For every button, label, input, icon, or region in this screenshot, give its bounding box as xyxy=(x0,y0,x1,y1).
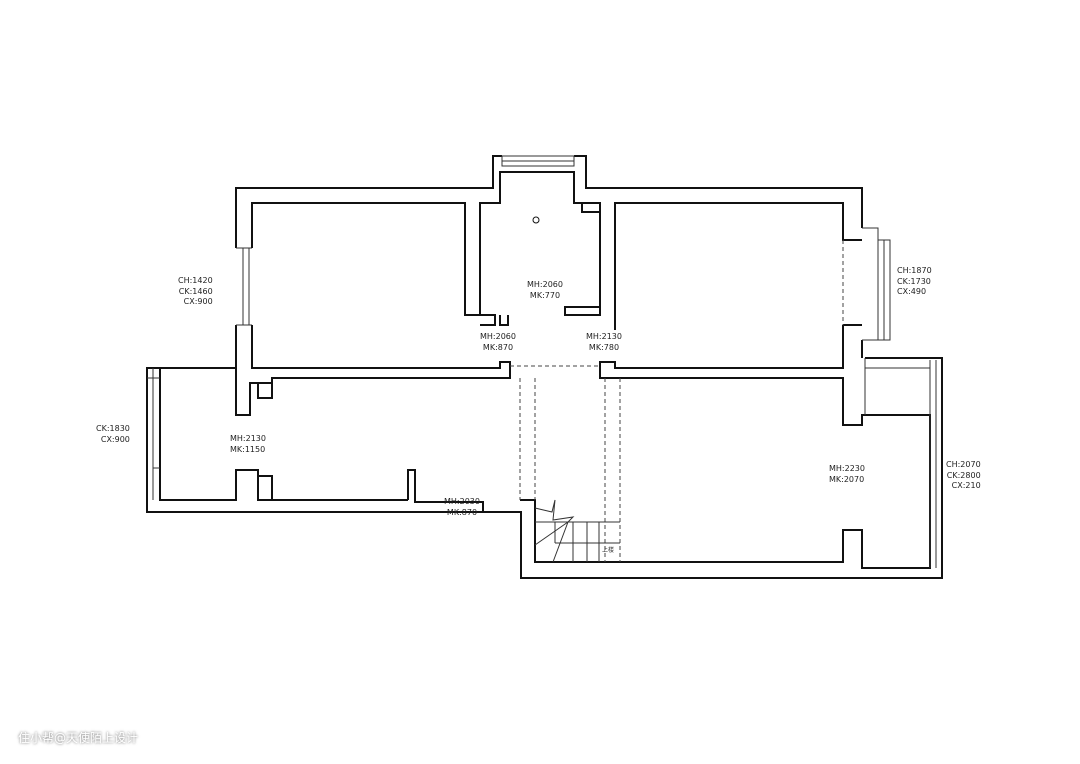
ceiling-light-icon xyxy=(532,216,540,224)
top-window xyxy=(501,155,575,167)
room-lower-left xyxy=(146,367,483,513)
room-right-top xyxy=(520,202,931,569)
room-center xyxy=(479,171,601,326)
outer-wall xyxy=(235,155,943,579)
balcony-window xyxy=(147,368,160,500)
stair-label: 上楼 xyxy=(602,547,615,554)
far-right-window xyxy=(864,358,937,568)
left-window xyxy=(236,247,252,326)
stair-icon xyxy=(534,499,620,563)
room-left-top xyxy=(250,202,511,399)
watermark: 住小帮@天使陌上设计 xyxy=(18,731,139,745)
right-bay-window xyxy=(862,227,891,341)
corridor-dashes xyxy=(510,365,621,562)
